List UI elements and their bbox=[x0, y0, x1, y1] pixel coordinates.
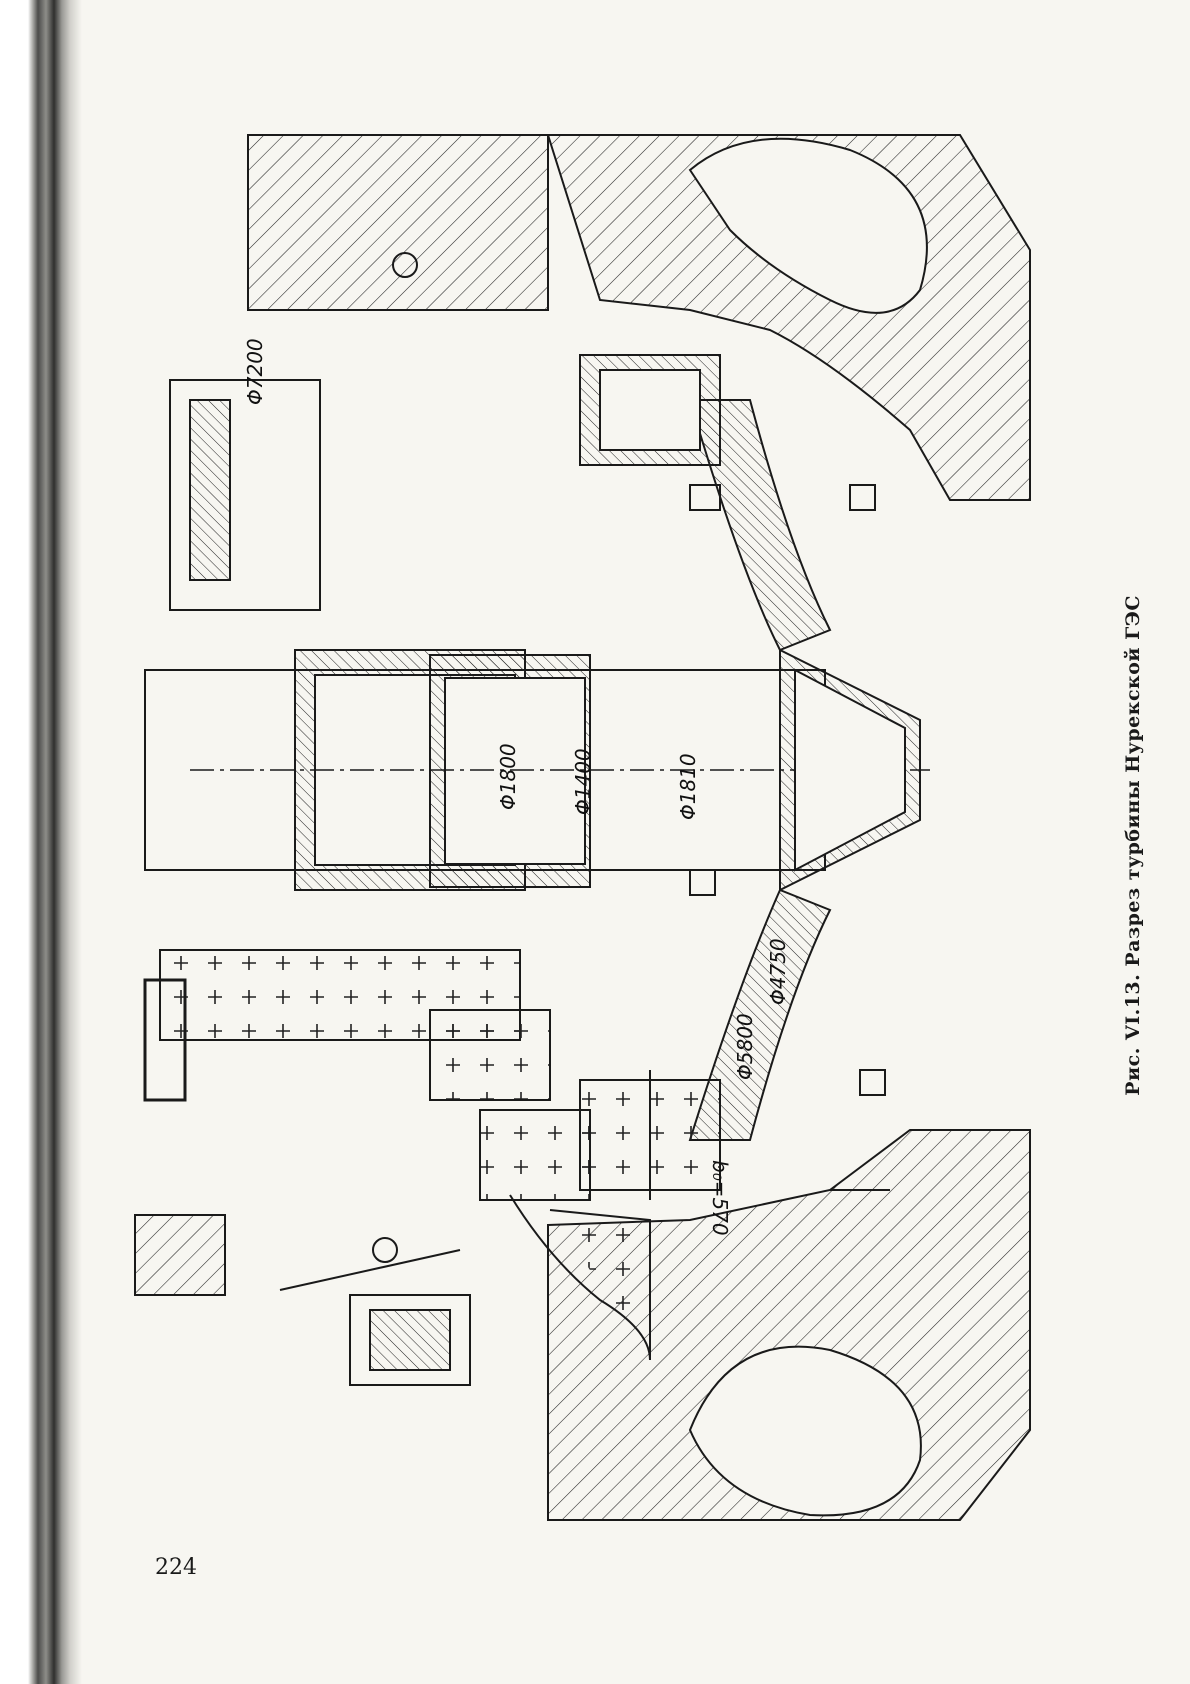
dimension-d5800: Φ5800 bbox=[733, 1013, 757, 1080]
figure-caption: Рис. VI.13. Разрез турбины Нурекской ГЭС bbox=[1122, 595, 1144, 1096]
turbine-section-drawing: Φ7200 Φ1800 Φ1400 Φ1810 Φ5800 Φ4750 b₀=5… bbox=[130, 130, 1110, 1530]
dimension-d1400: Φ1400 bbox=[571, 748, 595, 815]
dimension-d1810: Φ1810 bbox=[676, 753, 700, 820]
page-number: 224 bbox=[155, 1555, 197, 1580]
upper-concrete-block bbox=[248, 135, 548, 310]
dimension-d7200: Φ7200 bbox=[243, 338, 267, 405]
book-binding-shadow bbox=[0, 0, 82, 1684]
dimension-d1800: Φ1800 bbox=[496, 743, 520, 810]
dimension-b0: b₀=570 bbox=[708, 1160, 732, 1236]
dimension-d4750: Φ4750 bbox=[766, 938, 790, 1005]
